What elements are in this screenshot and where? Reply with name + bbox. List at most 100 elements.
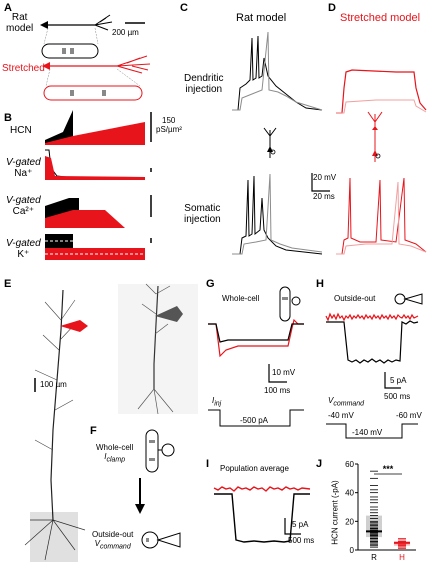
j-significance-stars: *** (383, 464, 394, 474)
g-current-label: Iinj (212, 396, 221, 409)
j-y-tick-label: 0 (350, 546, 355, 555)
h-v-sub: command (333, 400, 365, 408)
h-v3-label: -60 mV (396, 411, 422, 420)
k-scale-tick (150, 238, 152, 243)
j-x-tick-label: H (399, 553, 405, 562)
density-scale-unit: pS/µm² (156, 125, 182, 134)
k-label-line2: K⁺ (17, 249, 30, 260)
panel-e-letter: E (4, 278, 12, 290)
f-oo-v: V (94, 539, 100, 548)
h-v1-label: -40 mV (328, 411, 354, 420)
f-oo-line1: Outside-out (92, 530, 134, 539)
recording-pipette-gray (155, 306, 183, 322)
k-row-label: V-gated K⁺ (6, 238, 41, 260)
f-outsideout-icon (141, 531, 181, 549)
g-step-label: -500 pA (240, 416, 269, 425)
na-scale-tick (150, 168, 152, 172)
ca-scale-bar (150, 195, 152, 217)
scale-100um-label: 100 µm (40, 380, 67, 389)
scale-bar-200um (125, 22, 145, 24)
hcn-label: HCN (10, 125, 32, 136)
h-scale-bar (384, 372, 401, 389)
rat-neuron-icon (263, 127, 277, 158)
neuron-reconstruction-large (24, 289, 86, 562)
recording-pipette-red (60, 320, 88, 332)
h-v: V (328, 396, 334, 405)
h-scale-ms: 500 ms (384, 392, 411, 401)
hcn-density-profile (45, 110, 145, 145)
dendritic-line1: Dendritic (184, 73, 224, 84)
g-scale-mv: 10 mV (272, 368, 296, 377)
k-label-line1: V-gated (6, 238, 41, 249)
f-wc-i: I (104, 452, 107, 461)
j-ylabel: HCN current (-pA) (330, 480, 340, 545)
ca-density-profile (45, 198, 125, 228)
g-scale-bar (268, 364, 287, 383)
na-label-line1: V-gated (6, 157, 41, 168)
cd-scale-mv: 20 mV (313, 173, 337, 182)
j-scatter-chart: 0 20 40 60R H *** (345, 460, 416, 562)
somatic-line1: Somatic (184, 203, 221, 214)
j-y-tick-label: 20 (345, 517, 354, 526)
panel-c-title: Rat model (236, 12, 287, 24)
stretched-model-morphology (42, 55, 151, 101)
na-row-label: V-gated Na⁺ (6, 157, 41, 179)
neuron-image-biocytin (118, 283, 198, 415)
g-title: Whole-cell (222, 294, 260, 303)
h-vcommand-label: Vcommand (328, 396, 364, 409)
dendritic-line2: injection (185, 84, 223, 95)
panel-c-letter: C (180, 2, 188, 14)
j-y-tick-label: 40 (345, 489, 354, 498)
density-scale-label: 150 pS/µm² (156, 116, 182, 134)
f-wholecell-icon (145, 429, 175, 473)
rat-label-line1: Rat (11, 12, 28, 23)
h-scale-pa: 5 pA (390, 376, 407, 385)
scale-200um-label: 200 µm (112, 28, 139, 37)
j-x-tick-label: R (371, 553, 377, 562)
cd-scale-bar (311, 173, 330, 192)
f-wc-line1: Whole-cell (96, 443, 134, 452)
i-scale-pa: 5 pA (292, 520, 309, 529)
h-outsideout-icon (394, 293, 423, 305)
hcn-row-label: HCN (10, 125, 32, 136)
k-density-profile (45, 234, 145, 260)
f-wholecell-label: Whole-cell Iclamp (96, 443, 133, 465)
i-title: Population average (220, 464, 289, 473)
panel-h-letter: H (316, 278, 324, 290)
dendritic-injection-label: Dendritic injection (184, 73, 223, 95)
stretched-label: Stretched (2, 63, 45, 74)
panel-a-letter: A (4, 2, 12, 14)
density-scale-value: 150 (162, 116, 176, 125)
ca-label-line1: V-gated (6, 195, 41, 206)
panel-d-letter: D (328, 2, 336, 14)
h-v2-label: -140 mV (352, 428, 383, 437)
rat-somatic-traces (232, 173, 323, 255)
panel-b-letter: B (4, 112, 12, 124)
somatic-injection-label: Somatic injection (184, 203, 221, 225)
h-current-traces (325, 312, 419, 364)
rat-model-morphology (40, 14, 113, 59)
g-i: I (212, 396, 215, 405)
rat-label-line2: model (6, 23, 34, 34)
g-voltage-traces (208, 318, 304, 358)
rat-dendritic-traces (232, 31, 323, 111)
i-scale-bar (284, 518, 301, 535)
somatic-line2: injection (184, 214, 221, 225)
g-scale-ms: 100 ms (264, 386, 291, 395)
f-oo-sub: command (99, 543, 131, 551)
j-y-tick-label: 60 (345, 460, 354, 469)
stretched-neuron-icon (367, 111, 383, 162)
i-average-traces (213, 486, 311, 543)
na-label-line2: Na⁺ (14, 168, 33, 179)
g-wholecell-icon (279, 286, 301, 322)
i-scale-ms: 500 ms (288, 536, 315, 545)
stretched-dendritic-traces (336, 69, 427, 114)
ca-row-label: V-gated Ca²⁺ (6, 195, 41, 217)
g-current-step (208, 409, 304, 427)
panel-d-title: Stretched model (340, 12, 421, 24)
stretched-somatic-traces (336, 177, 427, 255)
ca-label-line2: Ca²⁺ (12, 206, 35, 217)
density-scale-bar (150, 112, 152, 142)
scale-bar-100um (34, 378, 36, 392)
panel-j-letter: J (316, 458, 323, 470)
